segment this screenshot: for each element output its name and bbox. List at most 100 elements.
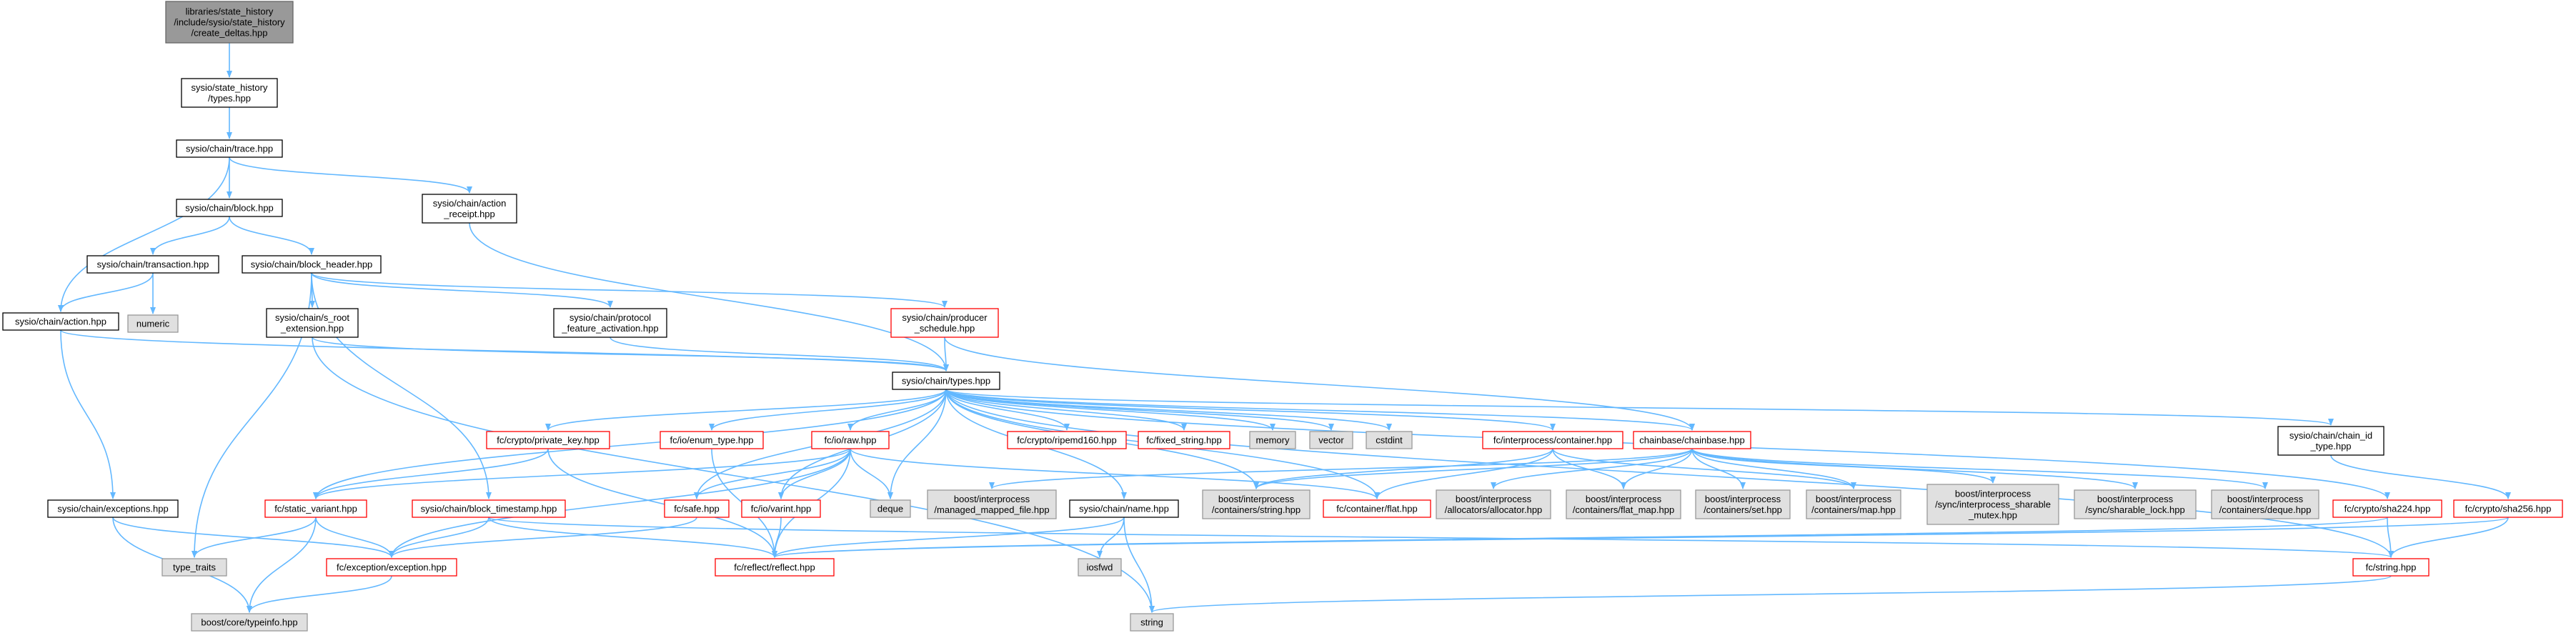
node-types[interactable]: sysio/chain/types.hpp — [892, 372, 1000, 390]
node-label: sysio/chain/action — [433, 198, 507, 209]
edge-group — [944, 337, 1695, 431]
edge-trace-to-action — [58, 156, 230, 312]
node-chain-id[interactable]: sysio/chain/chain_id_type.hpp — [2277, 426, 2384, 456]
node-label: sysio/chain/producer — [902, 312, 988, 323]
edge-group — [58, 272, 154, 312]
node-box — [2332, 499, 2442, 518]
node-label: boost/interprocess — [954, 494, 1030, 504]
node-label: boost/interprocess — [1955, 489, 2032, 499]
node-block-timestamp[interactable]: sysio/chain/block_timestamp.hpp — [412, 499, 566, 518]
edge-variant-to-reflect — [772, 517, 782, 558]
node-exception[interactable]: fc/exception/exception.hpp — [326, 558, 457, 577]
node-box — [1249, 431, 1296, 449]
node-sha224[interactable]: fc/crypto/sha224.hpp — [2332, 499, 2442, 518]
node-label: numeric — [136, 319, 170, 329]
node-block[interactable]: sysio/chain/block.hpp — [176, 199, 283, 217]
edge-chainbase-to-map — [1691, 448, 1856, 489]
edge-static_variant-to-type_traits — [192, 517, 317, 558]
node-box — [86, 255, 219, 274]
edge-container-to-flat — [1374, 448, 1553, 499]
node-static-variant[interactable]: fc/static_variant.hpp — [264, 499, 367, 518]
edge-name-to-reflect — [772, 517, 1125, 558]
edge-group — [945, 389, 1275, 431]
edge-protocol-to-types — [610, 337, 949, 372]
node-vector: vector — [1309, 431, 1353, 449]
node-box — [811, 431, 890, 449]
node-label: sysio/chain/s_root — [275, 312, 349, 323]
node-box — [264, 499, 367, 518]
edge-group — [229, 216, 314, 255]
node-chainbase[interactable]: chainbase/chainbase.hpp — [1633, 431, 1751, 449]
edge-group — [1691, 448, 1746, 489]
edge-group — [1253, 448, 1693, 489]
node-trace[interactable]: sysio/chain/trace.hpp — [176, 139, 283, 158]
edge-raw-to-flat — [850, 448, 1380, 499]
node-variant[interactable]: fc/io/varint.hpp — [741, 499, 821, 518]
node-ripemd[interactable]: fc/crypto/ripemd160.hpp — [1007, 431, 1127, 449]
node-sha256[interactable]: fc/crypto/sha256.hpp — [2453, 499, 2563, 518]
node-reflect[interactable]: fc/reflect/reflect.hpp — [715, 558, 835, 577]
edge-group — [943, 337, 949, 372]
node-map: boost/interprocess/containers/map.hpp — [1806, 489, 1901, 519]
node-label: boost/interprocess — [1456, 494, 1532, 504]
node-action-receipt[interactable]: sysio/chain/action_receipt.hpp — [422, 194, 517, 224]
node-action[interactable]: sysio/chain/action.hpp — [2, 312, 119, 331]
node-box — [660, 431, 764, 449]
node-types-sh[interactable]: sysio/state_history/types.hpp — [181, 78, 278, 108]
edge-block_timestamp-to-reflect — [488, 517, 777, 558]
node-box — [892, 372, 1000, 390]
edge-container-to-map — [1552, 448, 1856, 489]
edge-action_receipt-to-types — [469, 222, 949, 372]
node-label: /containers/flat_map.hpp — [1573, 504, 1674, 515]
node-deque: deque — [870, 499, 911, 518]
node-private-key[interactable]: fc/crypto/private_key.hpp — [486, 431, 610, 449]
edge-group — [610, 337, 949, 372]
edge-types-to-chainbase — [945, 389, 1695, 431]
edge-chainbase-to-flat_map — [1621, 448, 1693, 489]
edge-name-to-iosfwd — [1097, 517, 1125, 558]
node-label: fc/safe.hpp — [674, 504, 720, 514]
node-box — [165, 1, 294, 44]
node-box — [1806, 489, 1901, 519]
node-exceptions[interactable]: sysio/chain/exceptions.hpp — [47, 499, 179, 518]
edge-chainbase-to-sharable_lock — [1691, 448, 2138, 489]
node-fc-string[interactable]: fc/string.hpp — [2352, 558, 2430, 577]
node-box — [176, 139, 283, 158]
node-fixed-string[interactable]: fc/fixed_string.hpp — [1138, 431, 1230, 449]
node-s-root[interactable]: sysio/chain/s_root_extension.hpp — [266, 308, 359, 338]
node-cstdint: cstdint — [1366, 431, 1413, 449]
node-block-header[interactable]: sysio/chain/block_header.hpp — [242, 255, 382, 274]
edge-private_key-to-reflect — [547, 448, 777, 558]
node-flat[interactable]: fc/container/flat.hpp — [1323, 499, 1431, 518]
edge-group — [2388, 517, 2509, 558]
edge-safe-to-exception — [389, 517, 697, 558]
node-label: fc/reflect/reflect.hpp — [734, 562, 815, 573]
node-allocator: boost/interprocess/allocators/allocator.… — [1436, 489, 1551, 519]
node-label: boost/interprocess — [2097, 494, 2174, 504]
edge-raw-to-variant — [778, 448, 851, 499]
node-raw[interactable]: fc/io/raw.hpp — [811, 431, 890, 449]
edge-group — [313, 448, 549, 499]
node-safe[interactable]: fc/safe.hpp — [664, 499, 730, 518]
node-string: string — [1130, 613, 1174, 632]
node-label: _receipt.hpp — [443, 209, 495, 219]
node-label: /sync/interprocess_sharable — [1935, 499, 2051, 510]
edge-chainbase-to-managed_mapped — [989, 448, 1693, 489]
node-transaction[interactable]: sysio/chain/transaction.hpp — [86, 255, 219, 274]
node-name[interactable]: sysio/chain/name.hpp — [1069, 499, 1179, 518]
node-container[interactable]: fc/interprocess/container.hpp — [1482, 431, 1623, 449]
node-label: fc/crypto/sha224.hpp — [2344, 504, 2431, 514]
node-producer[interactable]: sysio/chain/producer_schedule.hpp — [890, 308, 999, 338]
node-protocol[interactable]: sysio/chain/protocol_feature_activation.… — [553, 308, 667, 338]
edge-block_header-to-producer — [311, 272, 948, 308]
node-box — [326, 558, 457, 577]
node-label: sysio/state_history — [192, 82, 268, 93]
node-box — [2277, 426, 2384, 456]
node-enum-type[interactable]: fc/io/enum_type.hpp — [660, 431, 764, 449]
node-label: /containers/string.hpp — [1212, 504, 1301, 515]
node-create-deltas[interactable]: libraries/state_history/include/sysio/st… — [165, 1, 294, 44]
edge-group — [887, 389, 947, 499]
edge-group — [311, 272, 492, 499]
edge-group — [488, 517, 777, 558]
